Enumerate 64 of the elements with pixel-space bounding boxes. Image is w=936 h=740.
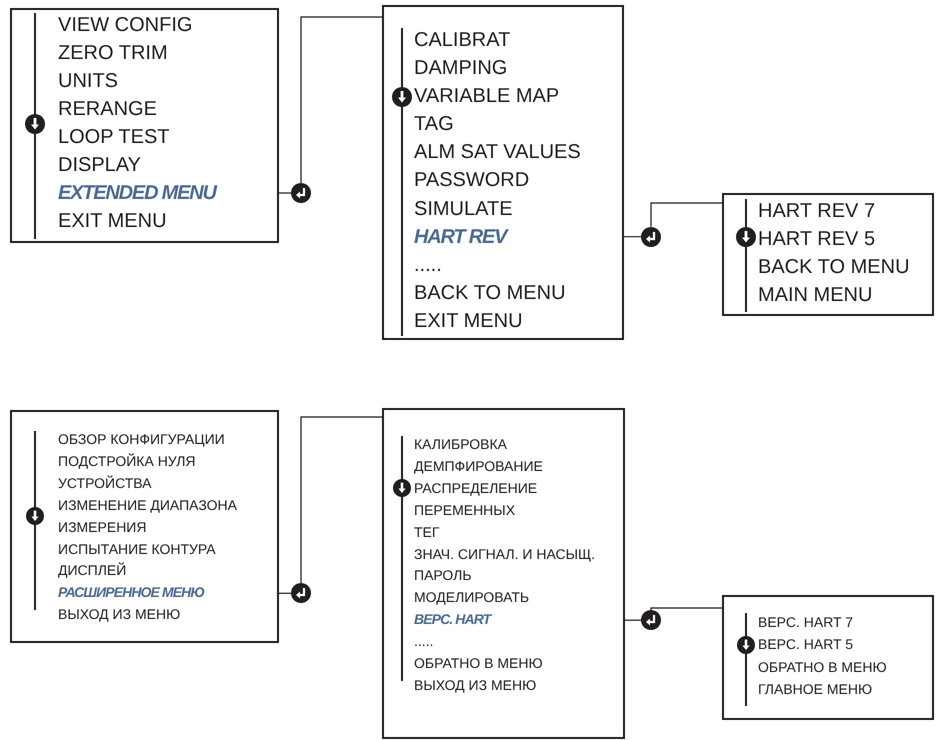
- menu-item: ВЕРС. HART 7: [758, 613, 854, 632]
- menu-box: [382, 408, 625, 739]
- enter-key-icon: [641, 226, 661, 247]
- enter-key-icon: [641, 610, 661, 630]
- menu-item: ГЛАВНОЕ МЕНЮ: [758, 680, 874, 699]
- selected-menu-item: ВЕРС. HART: [414, 609, 623, 632]
- menu-item: КАЛИБРОВКА: [414, 435, 508, 454]
- connector-line: [624, 236, 641, 238]
- menu-item: ОБРАТНО В МЕНЮ: [758, 658, 888, 677]
- menu-item: LOOP TEST: [58, 125, 171, 150]
- menu-item: ВЕРС. HART 5: [758, 635, 854, 654]
- menu-item: ЗНАЧ. СИГНАЛ. И НАСЫЩ.: [414, 544, 596, 564]
- menu-item: VARIABLE MAP: [414, 84, 560, 110]
- menu-item: МОДЕЛИРОВАТЬ: [414, 588, 530, 608]
- menu-item: ДЕМПФИРОВАНИЕ: [414, 456, 544, 476]
- connector-line: [650, 607, 722, 610]
- menu-item: TAG: [414, 112, 455, 138]
- connector-line: [279, 192, 291, 194]
- menu-item: ИЗМЕНЕНИЕ ДИАПАЗОНА ИЗМЕРЕНИЯ: [58, 496, 238, 537]
- menu-item: ДИСПЛЕЙ: [58, 561, 128, 580]
- menu-item: УСТРОЙСТВА: [58, 474, 152, 493]
- menu-item: VIEW CONFIG: [58, 13, 194, 38]
- menu-item: EXIT MENU: [414, 308, 524, 334]
- menu-item: HART REV 5: [758, 227, 876, 252]
- enter-key-icon: [291, 583, 311, 604]
- menu-item: BACK TO MENU: [414, 280, 567, 306]
- menu-item: .....: [414, 632, 434, 652]
- menu-box: [722, 193, 934, 316]
- selected-menu-item: EXTENDED MENU: [58, 179, 277, 207]
- menu-item: CALIBRAT: [414, 28, 512, 53]
- menu-item: ТЕГ: [414, 522, 440, 542]
- menu-item: ПАРОЛЬ: [414, 566, 473, 586]
- menu-item: ALM SAT VALUES: [414, 140, 582, 166]
- menu-item: SIMULATE: [414, 196, 514, 222]
- connector-line: [300, 16, 382, 183]
- menu-item: BACK TO MENU: [758, 255, 911, 280]
- menu-item: RERANGE: [58, 97, 158, 122]
- menu-box: [10, 8, 279, 243]
- connector-line: [279, 592, 291, 594]
- menu-item: DAMPING: [414, 56, 508, 82]
- menu-item: UNITS: [58, 69, 119, 94]
- menu-item: MAIN MENU: [758, 283, 874, 308]
- menu-item: ИСПЫТАНИЕ КОНТУРА: [58, 540, 217, 559]
- connector-line: [650, 202, 722, 227]
- menu-box: [722, 595, 934, 720]
- connector-line: [300, 416, 382, 584]
- menu-item: ВЫХОД ИЗ МЕНЮ: [58, 605, 182, 624]
- menu-item: ОБРАТНО В МЕНЮ: [414, 654, 544, 674]
- menu-item: РАСПРЕДЕЛЕНИЕ ПЕРЕМЕННЫХ: [414, 478, 538, 520]
- menu-item: PASSWORD: [414, 168, 530, 194]
- menu-item: ПОДСТРОЙКА НУЛЯ: [58, 452, 197, 471]
- menu-item: EXIT MENU: [58, 209, 168, 234]
- menu-item: DISPLAY: [58, 153, 142, 178]
- selected-menu-item: РАСШИРЕННОЕ МЕНЮ: [58, 582, 277, 604]
- enter-key-icon: [291, 183, 311, 203]
- menu-item: HART REV 7: [758, 199, 876, 224]
- menu-box: [10, 410, 279, 643]
- menu-item: ОБЗОР КОНФИГУРАЦИИ: [58, 430, 226, 449]
- menu-item: .....: [414, 252, 443, 278]
- menu-box: [382, 5, 624, 340]
- menu-item: ZERO TRIM: [58, 41, 169, 66]
- menu-item: ВЫХОД ИЗ МЕНЮ: [414, 676, 538, 695]
- selected-menu-item: HART REV: [414, 222, 622, 251]
- connector-line: [625, 620, 641, 621]
